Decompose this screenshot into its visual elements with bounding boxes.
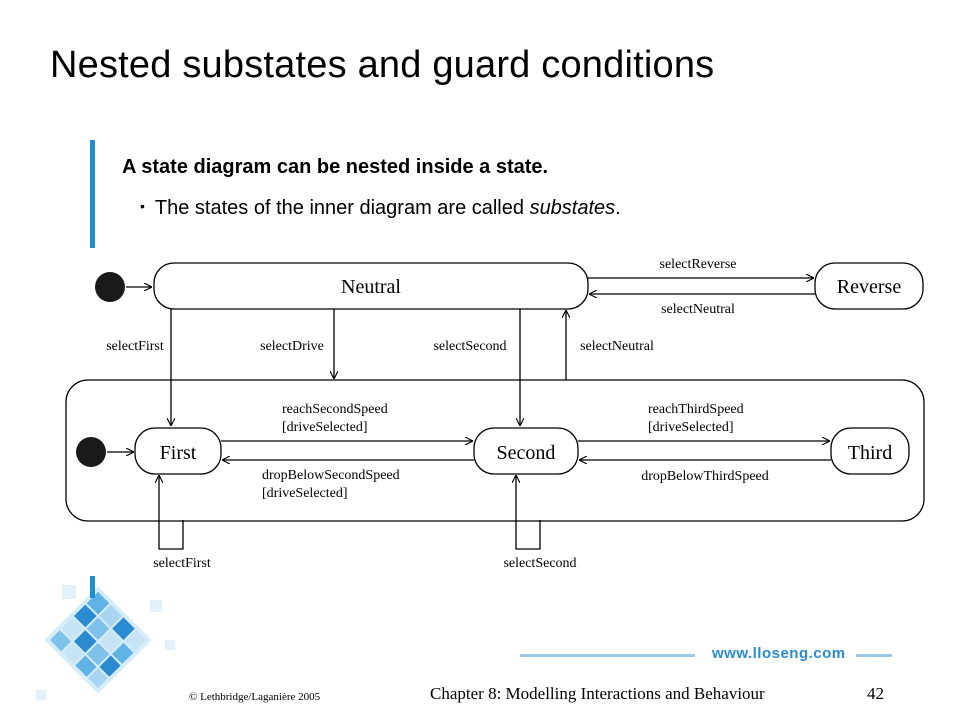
state-reverse [814, 262, 924, 310]
page-number: 42 [867, 684, 884, 703]
lloseng-logo-icon [44, 586, 152, 694]
label-reach-third-guard: [driveSelected] [648, 420, 734, 435]
accent-bar [90, 140, 95, 248]
logo-url: www.lloseng.com [712, 645, 846, 662]
state-second-label: Second [497, 442, 556, 464]
label-select-second: selectSecond [433, 339, 506, 354]
label-select-neutral-up: selectNeutral [580, 339, 654, 354]
initial-state-outer [95, 272, 125, 302]
footer-chapter: Chapter 8: Modelling Interactions and Be… [430, 684, 765, 703]
state-neutral-label: Neutral [341, 276, 401, 298]
label-reach-second-guard: [driveSelected] [282, 420, 368, 435]
initial-state-inner [76, 437, 106, 467]
label-drop-below-third: dropBelowThirdSpeed [641, 469, 769, 484]
label-select-first-loop: selectFirst [153, 556, 211, 571]
label-select-neutral-right: selectNeutral [661, 302, 735, 317]
state-first-label: First [160, 442, 197, 464]
state-second [473, 427, 579, 475]
accent-bar-lower [90, 576, 95, 598]
state-neutral [153, 262, 589, 310]
copyright: © Lethbridge/Laganière 2005 [189, 691, 321, 703]
label-select-drive: selectDrive [260, 339, 324, 354]
bullet-sub: • The states of the inner diagram are cal… [140, 197, 621, 220]
label-drop-below-second: dropBelowSecondSpeed [262, 468, 400, 483]
transition-select-second-loop [516, 475, 541, 550]
slide-title: Nested substates and guard conditions [50, 44, 715, 86]
label-select-reverse: selectReverse [660, 257, 737, 272]
state-reverse-label: Reverse [837, 276, 902, 298]
bullet-sub-emphasis: substates [529, 197, 616, 219]
logo-rule-right [856, 654, 892, 657]
bullet-main: A state diagram can be nested inside a s… [122, 156, 549, 178]
label-reach-second-speed: reachSecondSpeed [282, 402, 388, 417]
label-select-second-loop: selectSecond [503, 556, 576, 571]
bullet-dot-icon: • [140, 198, 145, 214]
state-third [830, 427, 910, 475]
bullet-sub-text: The states of the inner diagram are call… [154, 197, 530, 219]
transition-select-first-loop [159, 475, 184, 550]
state-third-label: Third [848, 442, 892, 464]
logo-fade-squares [36, 585, 175, 700]
state-first [134, 427, 222, 475]
bullet-sub-end: . [615, 197, 621, 219]
logo-rule-left [520, 654, 695, 657]
label-drop-below-second-guard: [driveSelected] [262, 486, 348, 501]
label-select-first: selectFirst [106, 339, 164, 354]
label-reach-third-speed: reachThirdSpeed [648, 402, 744, 417]
